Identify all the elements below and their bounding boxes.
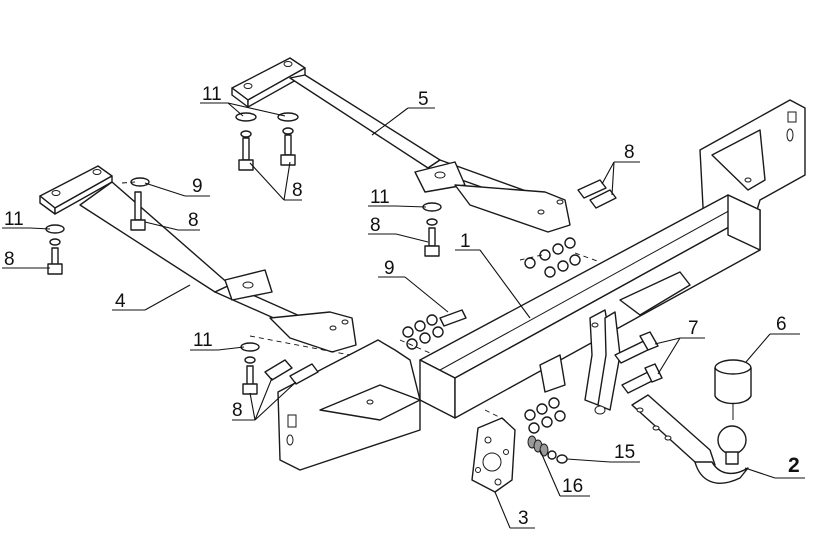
callout-5: 5 <box>418 89 429 110</box>
callout-6: 6 <box>776 314 787 335</box>
fastener-group-upper-left <box>235 112 299 171</box>
callout-8-middle: 8 <box>370 215 381 236</box>
callout-11-upper: 11 <box>202 84 222 105</box>
callout-1: 1 <box>460 231 471 252</box>
cross-beam-1 <box>277 99 806 471</box>
callout-11-left: 11 <box>4 209 24 230</box>
callout-11-lower: 11 <box>193 330 213 351</box>
spring-washers-16 <box>527 435 557 460</box>
fastener-group-middle <box>422 202 442 257</box>
callout-4: 4 <box>115 291 126 312</box>
ball-cap-6 <box>714 359 752 420</box>
fastener-group-lower-left <box>240 342 319 395</box>
callout-9-left: 9 <box>192 176 203 197</box>
callout-8-right: 8 <box>624 142 635 163</box>
callout-8-upper: 8 <box>292 180 303 201</box>
callout-7: 7 <box>688 318 699 339</box>
callout-8-left: 8 <box>4 249 15 270</box>
leader-lines <box>2 102 805 529</box>
callout-15: 15 <box>614 442 635 463</box>
callout-8-lower: 8 <box>232 400 243 421</box>
callout-8-left-mid: 8 <box>188 210 199 231</box>
callout-9-beam: 9 <box>384 258 395 279</box>
callout-3: 3 <box>518 508 529 529</box>
assembly-dash-lines <box>121 181 601 421</box>
nut-15 <box>556 454 568 464</box>
bracket-5 <box>231 57 571 233</box>
socket-plate-3 <box>471 417 516 493</box>
callout-11-middle: 11 <box>370 187 390 208</box>
fastener-group-upper-right <box>577 179 617 209</box>
nut-washer-group-beam-left <box>402 309 467 350</box>
callout-2: 2 <box>788 454 800 477</box>
callout-16: 16 <box>562 476 583 497</box>
bolts-7 <box>614 331 663 394</box>
callout-labels: 5 11 8 9 8 11 8 4 11 8 11 8 8 9 1 7 6 2 … <box>4 84 800 529</box>
bracket-4 <box>39 165 357 353</box>
tow-ball-2 <box>631 394 749 484</box>
nut-washer-group-beam-right <box>524 237 581 278</box>
nut-washer-group-receiver <box>524 397 566 434</box>
fastener-group-left <box>45 177 150 275</box>
